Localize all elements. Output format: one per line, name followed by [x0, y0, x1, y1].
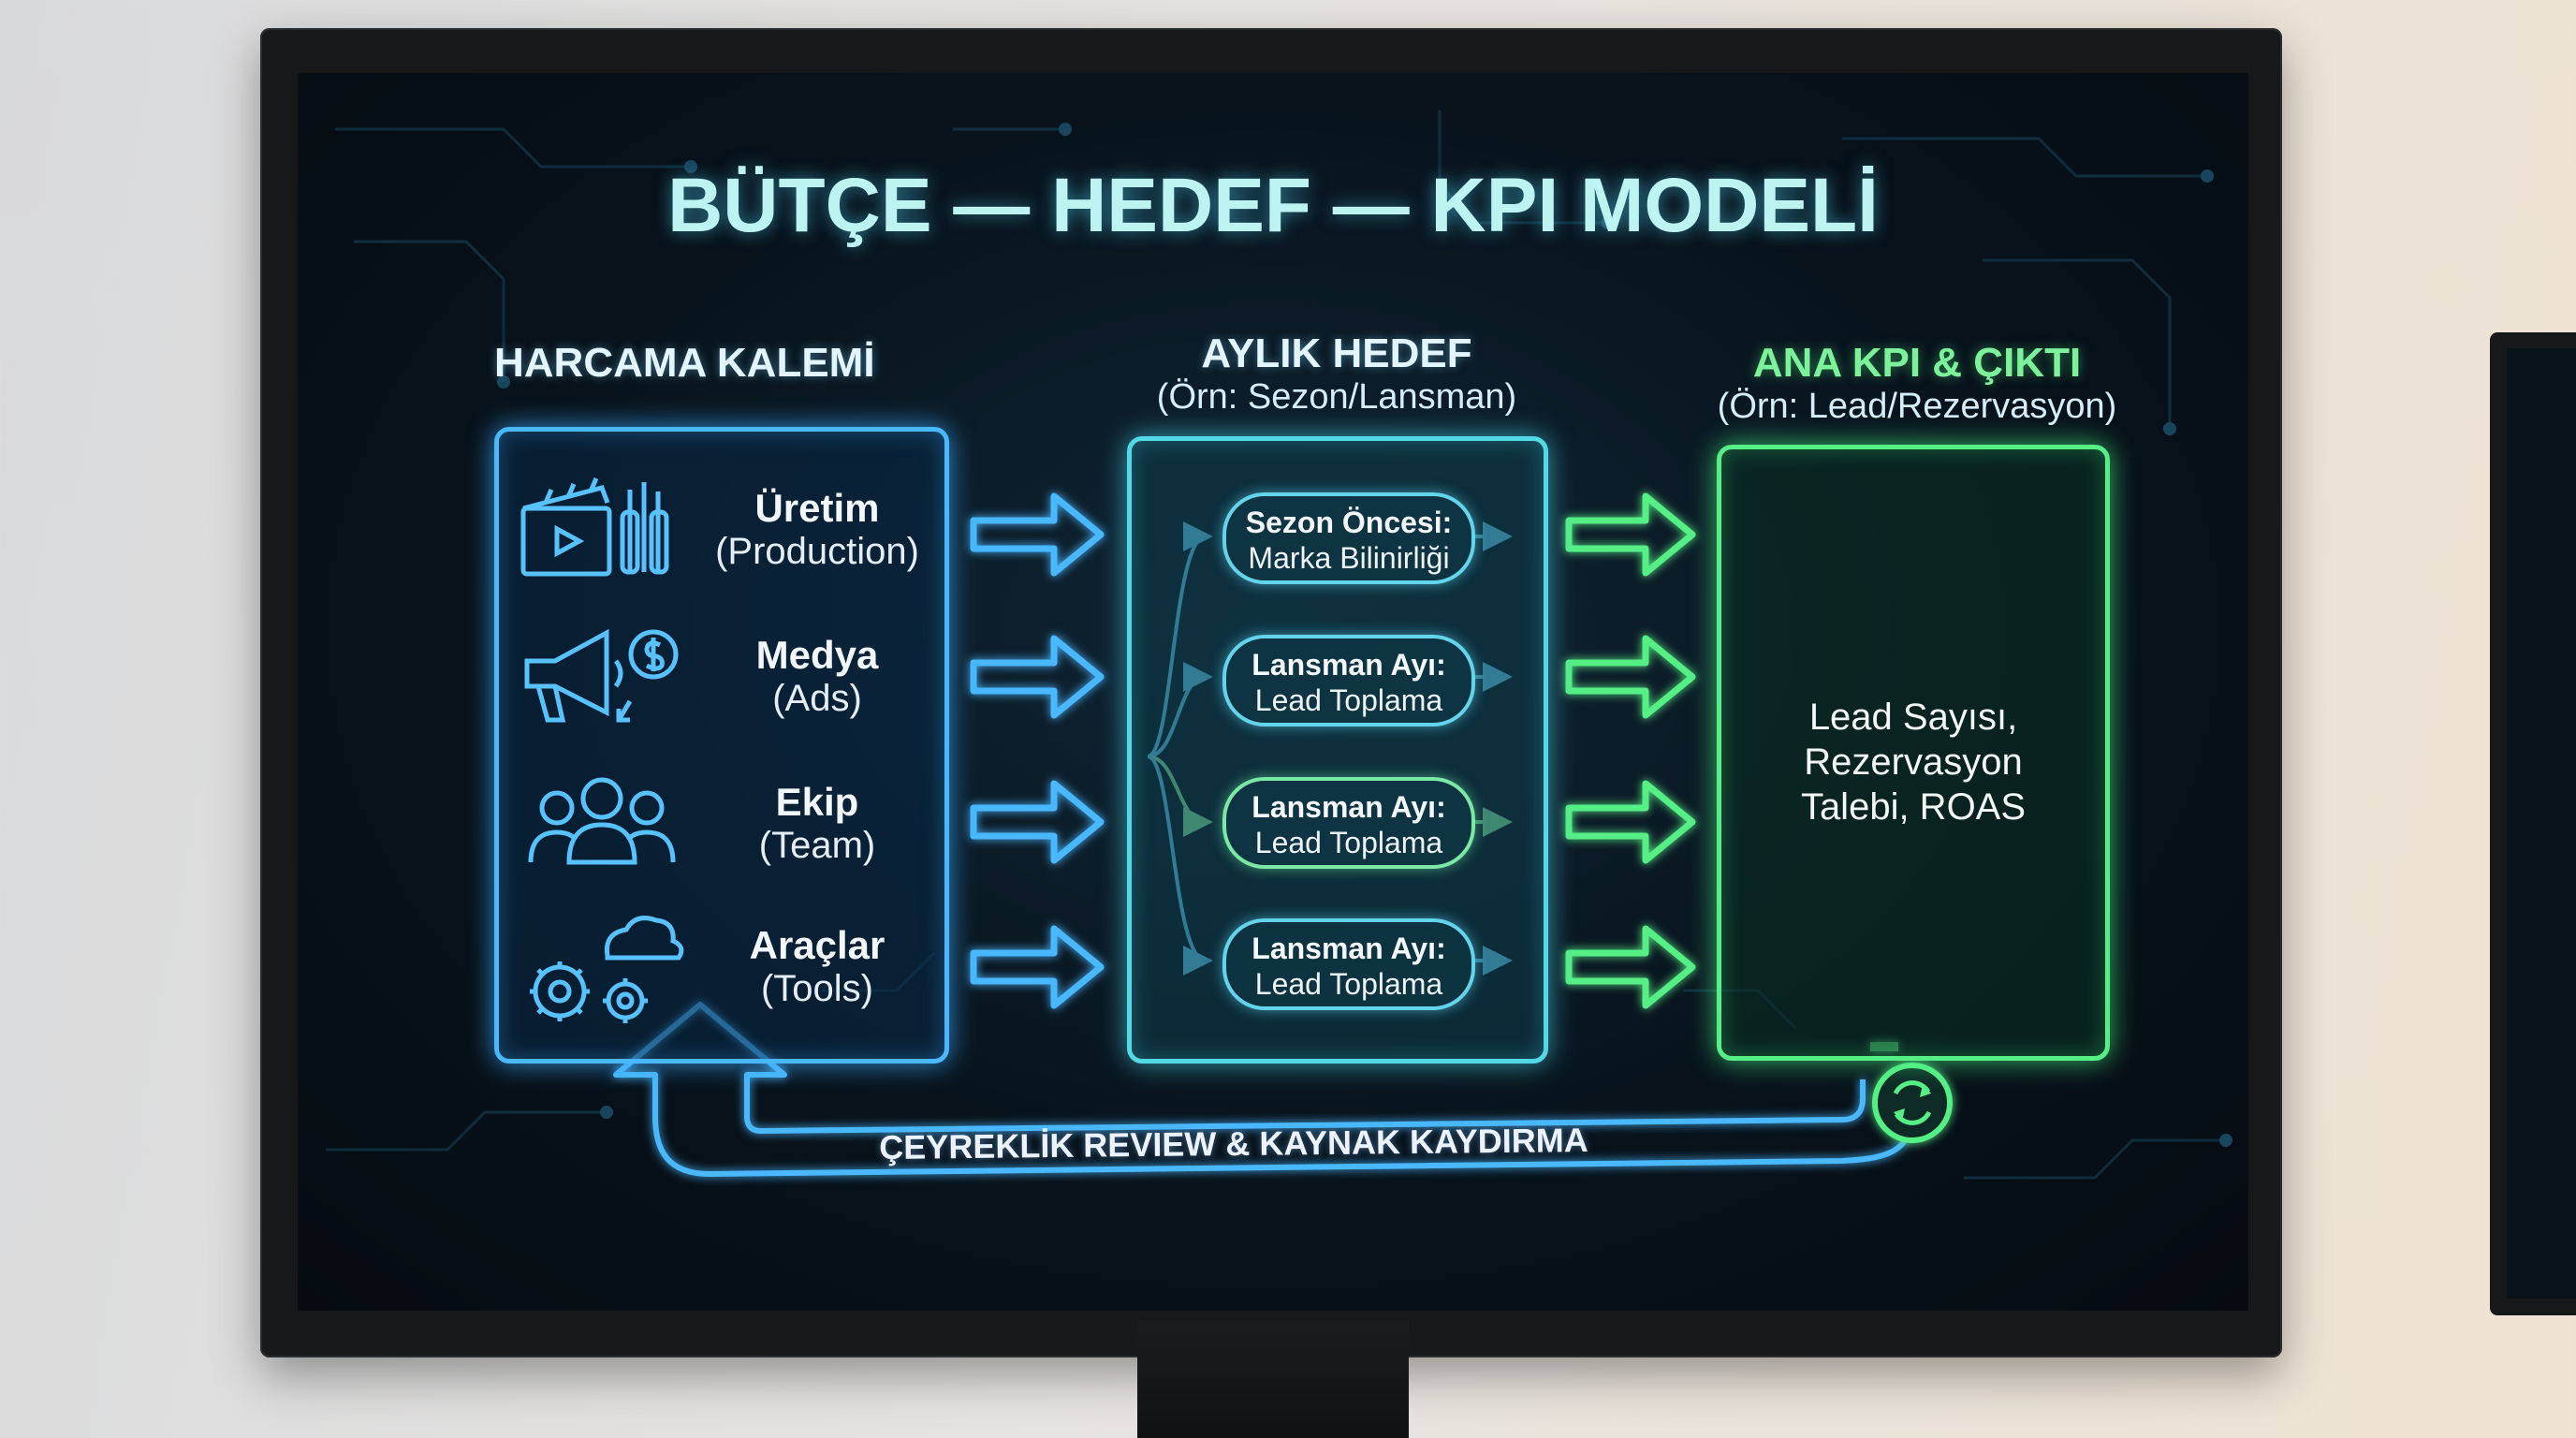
spend-item-name: Üretim — [754, 486, 880, 530]
target-column-subheading: (Örn: Sezon/Lansman) — [1156, 377, 1517, 417]
spend-item-name: Araçlar — [749, 923, 886, 967]
spend-item-sub: (Ads) — [772, 678, 862, 719]
spend-item-name: Ekip — [775, 780, 859, 824]
target-pill-title: Sezon Öncesi: — [1245, 506, 1453, 539]
target-pill-title: Lansman Ayı: — [1251, 648, 1446, 682]
kpi-arrow-4 — [1565, 925, 1696, 1009]
kpi-column-heading: ANA KPI & ÇIKTI — [1752, 340, 2082, 386]
target-pill-label: Marka Bilinirliği — [1248, 541, 1450, 575]
megaphone-icon — [524, 628, 679, 723]
diagram-screen: BÜTÇE — HEDEF — KPI MODELİ HARCAMA KALEM… — [298, 73, 2248, 1311]
feedback-loop-label: ÇEYREKLİK REVIEW & KAYNAK KAYDIRMA — [879, 1121, 1588, 1167]
spend-item-sub: (Tools) — [760, 968, 874, 1009]
spend-item-name: Medya — [755, 633, 879, 677]
spend-item-sub: (Team) — [758, 825, 876, 866]
target-pill-title: Lansman Ayı: — [1251, 790, 1446, 824]
target-pill: Lansman Ayı: Lead Toplama — [1222, 635, 1475, 726]
target-pill-label: Lead Toplama — [1254, 826, 1443, 859]
flow-arrow-4 — [970, 925, 1105, 1009]
target-pill: Lansman Ayı: Lead Toplama — [1222, 918, 1475, 1010]
clapperboard-icon — [520, 477, 669, 577]
target-pill: Lansman Ayı: Lead Toplama — [1222, 777, 1475, 869]
flow-arrow-1 — [970, 492, 1105, 577]
kpi-output-box: Lead Sayısı, Rezervasyon Talebi, ROAS — [1717, 445, 2110, 1061]
kpi-arrow-2 — [1565, 635, 1696, 719]
target-pill-title: Lansman Ayı: — [1251, 932, 1446, 965]
target-column-heading: AYLIK HEDEF — [1201, 330, 1472, 376]
flow-arrow-2 — [970, 635, 1105, 719]
kpi-arrow-1 — [1565, 492, 1696, 577]
page-title: BÜTÇE — HEDEF — KPI MODELİ — [667, 163, 1879, 248]
kpi-line: Rezervasyon — [1804, 741, 2023, 783]
monitor-stand — [1137, 1320, 1409, 1438]
secondary-monitor-screen — [2507, 348, 2576, 1299]
flow-arrow-3 — [970, 780, 1105, 864]
circuit-nodes — [497, 123, 2232, 1147]
spend-item-sub: (Production) — [715, 531, 919, 572]
kpi-line: Lead Sayısı, — [1808, 697, 2018, 738]
team-icon — [528, 777, 676, 865]
gears-cloud-icon — [530, 916, 684, 1023]
spend-column-heading: HARCAMA KALEMİ — [494, 340, 875, 386]
kpi-line: Talebi, ROAS — [1800, 786, 2027, 828]
target-pill-label: Lead Toplama — [1254, 967, 1443, 1001]
kpi-column-subheading: (Örn: Lead/Rezervasyon) — [1717, 387, 2117, 426]
kpi-arrow-3 — [1565, 780, 1696, 864]
target-pill-label: Lead Toplama — [1254, 683, 1443, 717]
spend-items-box: Üretim (Production) Medya (Ads) — [494, 427, 949, 1064]
refresh-cycle-icon — [1872, 1063, 1953, 1143]
target-pill: Sezon Öncesi: Marka Bilinirliği — [1222, 492, 1475, 584]
